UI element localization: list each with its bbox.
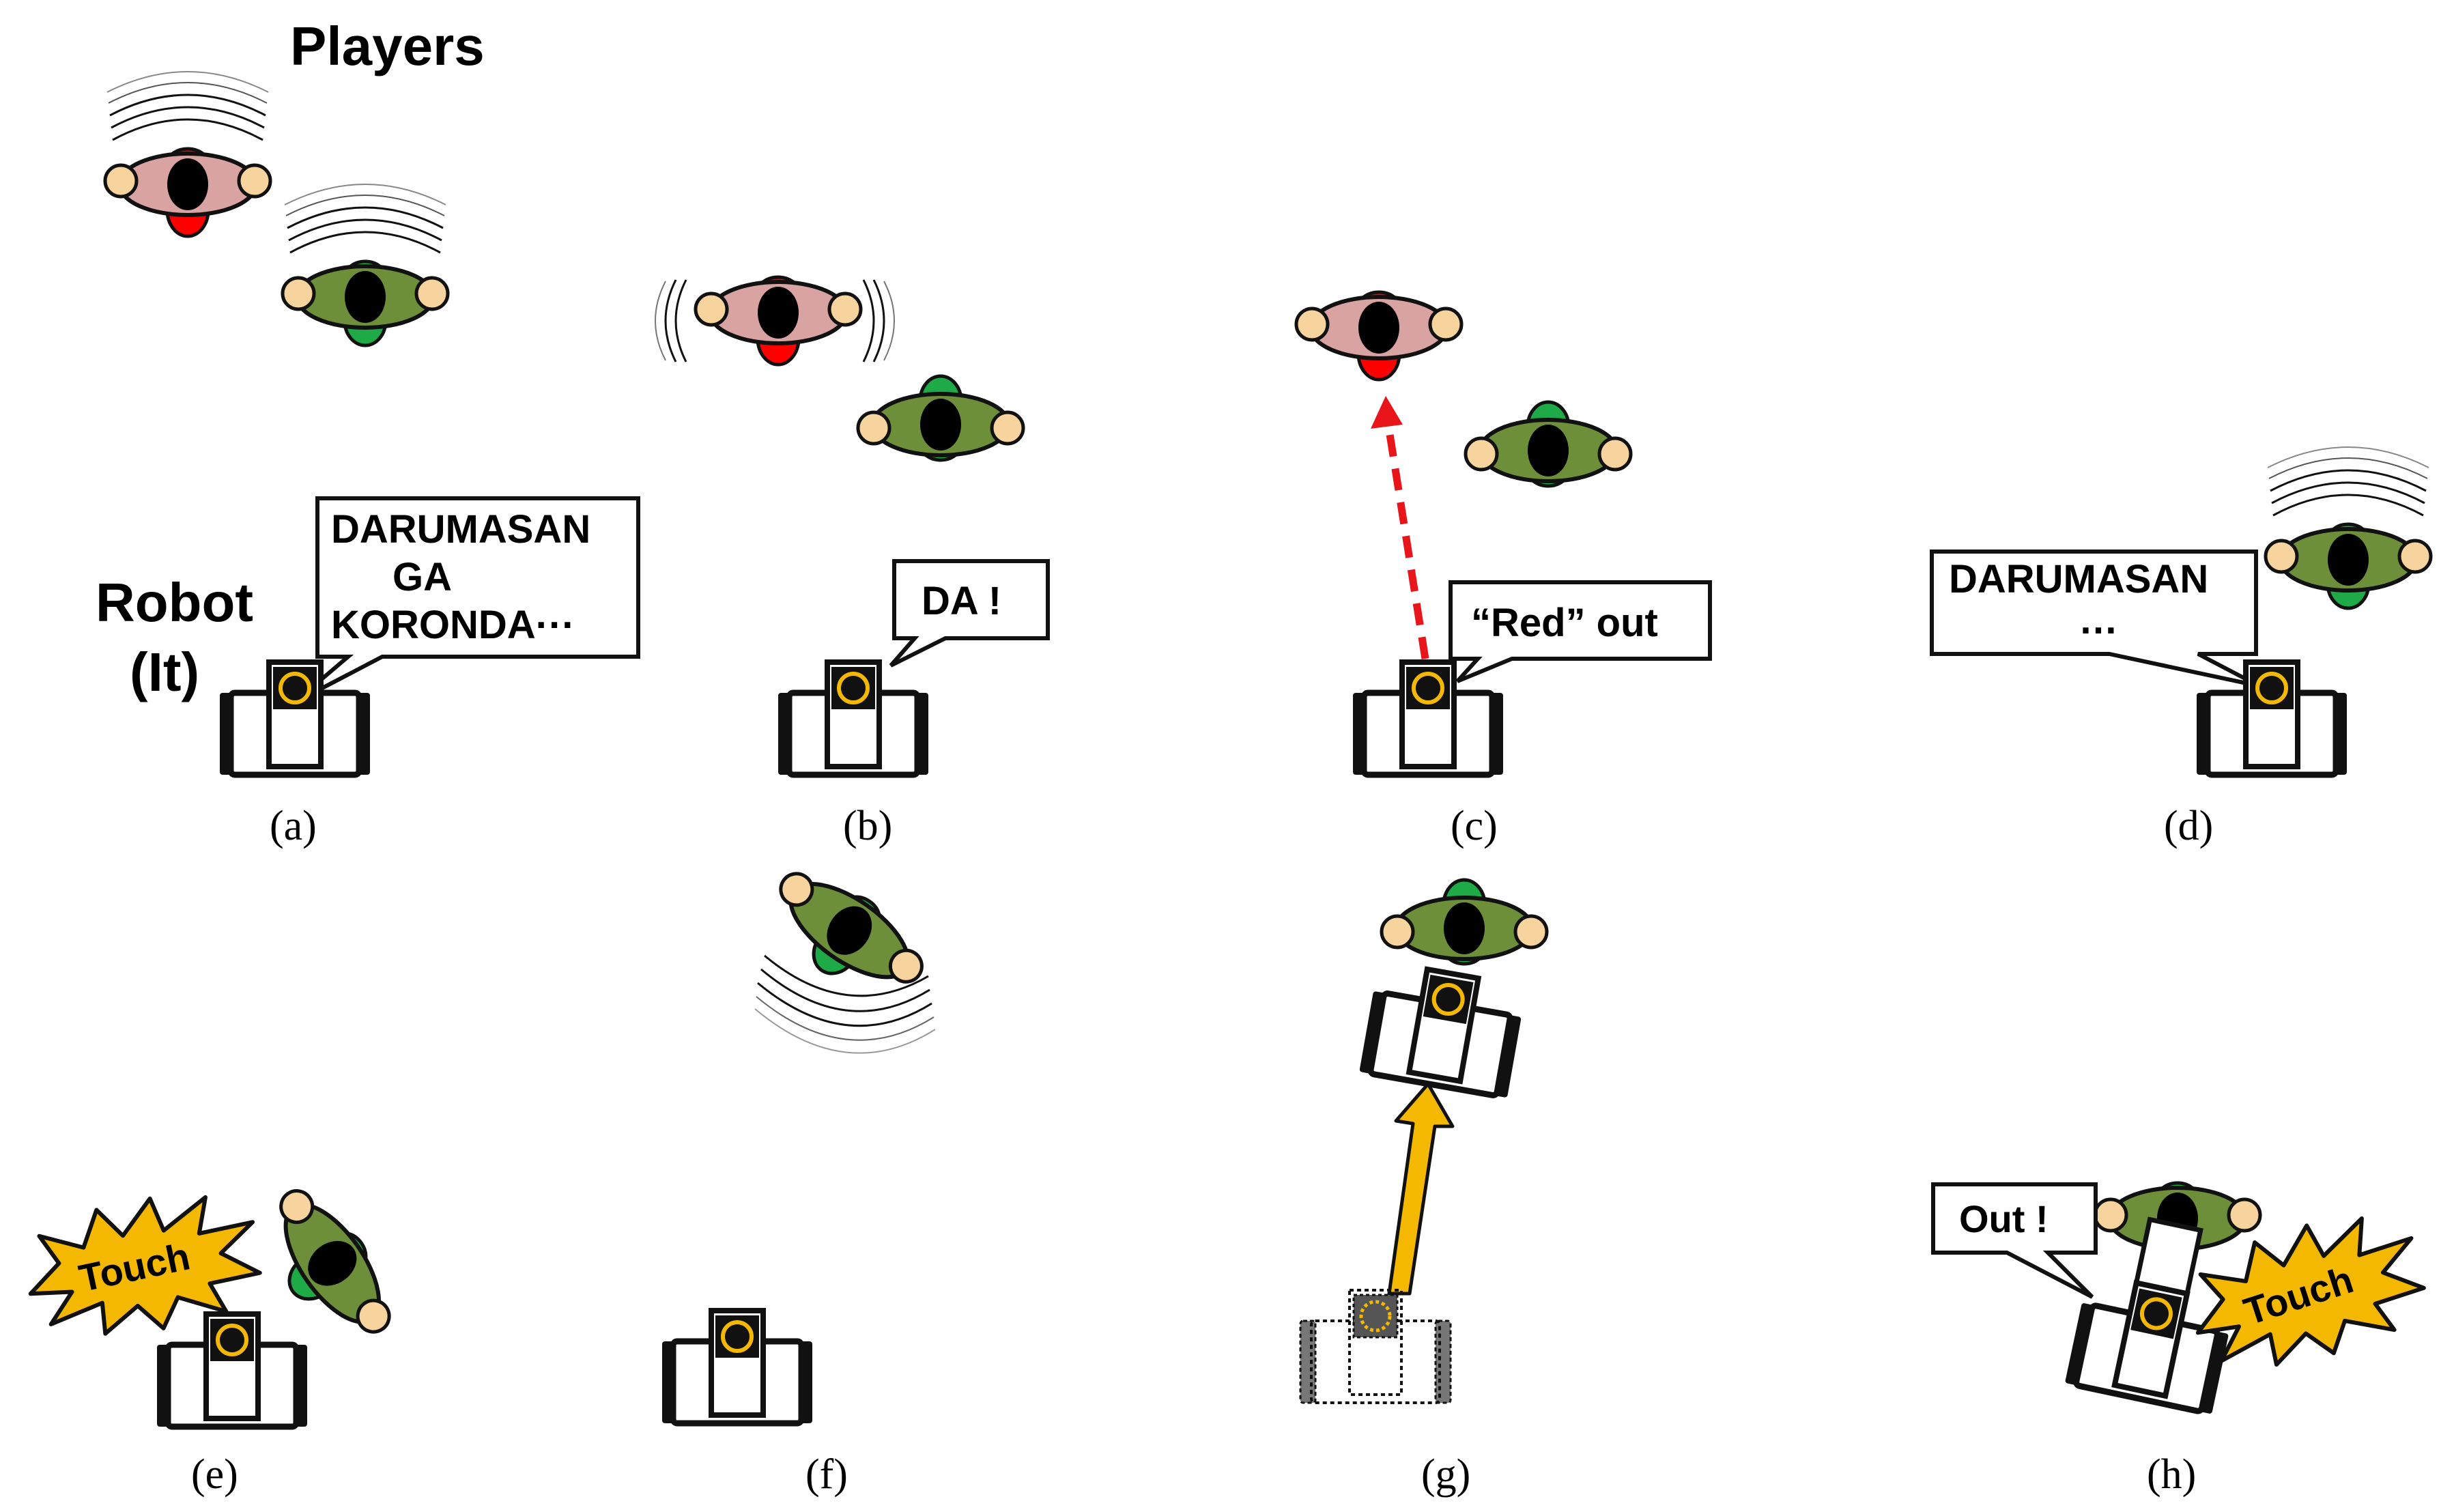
green-player-f — [754, 854, 937, 1018]
speech-bubble-d: DARUMASAN … — [1930, 550, 2261, 688]
red-player-b — [696, 277, 861, 365]
label-e: (e) — [191, 1451, 238, 1498]
robot-f — [662, 1311, 812, 1423]
speech-bubble-b: DA ! — [889, 559, 1050, 668]
panel-g: (g) — [1300, 880, 1547, 1498]
green-player-d — [2266, 524, 2431, 608]
red-player-c — [1296, 292, 1461, 380]
panel-b: DA ! (b) — [655, 277, 1050, 849]
label-h: (h) — [2147, 1451, 2196, 1498]
panel-a: DARUMASAN GA KORONDA··· (a) — [105, 70, 640, 849]
green-player-c — [1466, 402, 1631, 486]
label-b: (b) — [843, 803, 892, 849]
robot-g-moved — [1359, 960, 1526, 1098]
label-f: (f) — [805, 1451, 848, 1498]
yellow-arrow-g — [1387, 1082, 1455, 1296]
panel-f: (f) — [662, 854, 937, 1498]
speech-bubble-a: DARUMASAN GA KORONDA··· — [292, 496, 640, 705]
green-player-g — [1382, 880, 1547, 964]
label-g: (g) — [1421, 1451, 1470, 1498]
bubble-h-text: Out ! — [1959, 1197, 2049, 1240]
label-c: (c) — [1451, 803, 1498, 849]
red-dashed-arrow — [1371, 396, 1429, 659]
panel-d: DARUMASAN … (d) — [1930, 446, 2431, 849]
motion-arcs-green-f — [754, 954, 936, 1054]
robot-heading-line1: Robot — [96, 572, 253, 633]
robot-b — [778, 662, 928, 775]
bubble-b-text: DA ! — [922, 579, 1001, 623]
bubble-a-line3: KORONDA··· — [331, 603, 575, 647]
robot-heading-line2: (It) — [130, 642, 199, 702]
bubble-c-text: “Red” out — [1471, 601, 1658, 645]
robot-a — [220, 662, 370, 775]
green-player-e — [245, 1175, 409, 1359]
speech-bubble-c: “Red” out — [1449, 580, 1712, 683]
robot-g-ghost — [1300, 1290, 1451, 1403]
panel-c: “Red” out (c) — [1296, 292, 1712, 849]
green-player-a — [283, 261, 448, 345]
red-player-a — [105, 149, 270, 236]
bubble-a-line2: GA — [393, 555, 452, 599]
players-heading: Players — [290, 16, 485, 76]
speech-bubble-h: Out ! — [1931, 1182, 2098, 1299]
motion-arcs-green-d — [2266, 446, 2430, 517]
motion-arcs-green-a — [283, 183, 447, 254]
robot-e — [157, 1314, 307, 1427]
bubble-d-line1: DARUMASAN — [1949, 557, 2208, 601]
bubble-a-line1: DARUMASAN — [331, 507, 590, 552]
panel-h: Out ! Touch (h) — [1931, 1182, 2438, 1498]
touch-burst-e: Touch — [16, 1179, 270, 1354]
motion-arcs-side-b — [655, 279, 895, 362]
green-player-b — [858, 376, 1023, 460]
touch-burst-h: Touch — [2177, 1196, 2438, 1391]
motion-arcs-red-a — [106, 70, 270, 141]
label-a: (a) — [270, 803, 317, 849]
label-d: (d) — [2164, 803, 2213, 849]
panel-e: Touch (e) — [16, 1175, 409, 1498]
bubble-d-line2: … — [2079, 598, 2118, 642]
robot-c — [1353, 662, 1503, 775]
